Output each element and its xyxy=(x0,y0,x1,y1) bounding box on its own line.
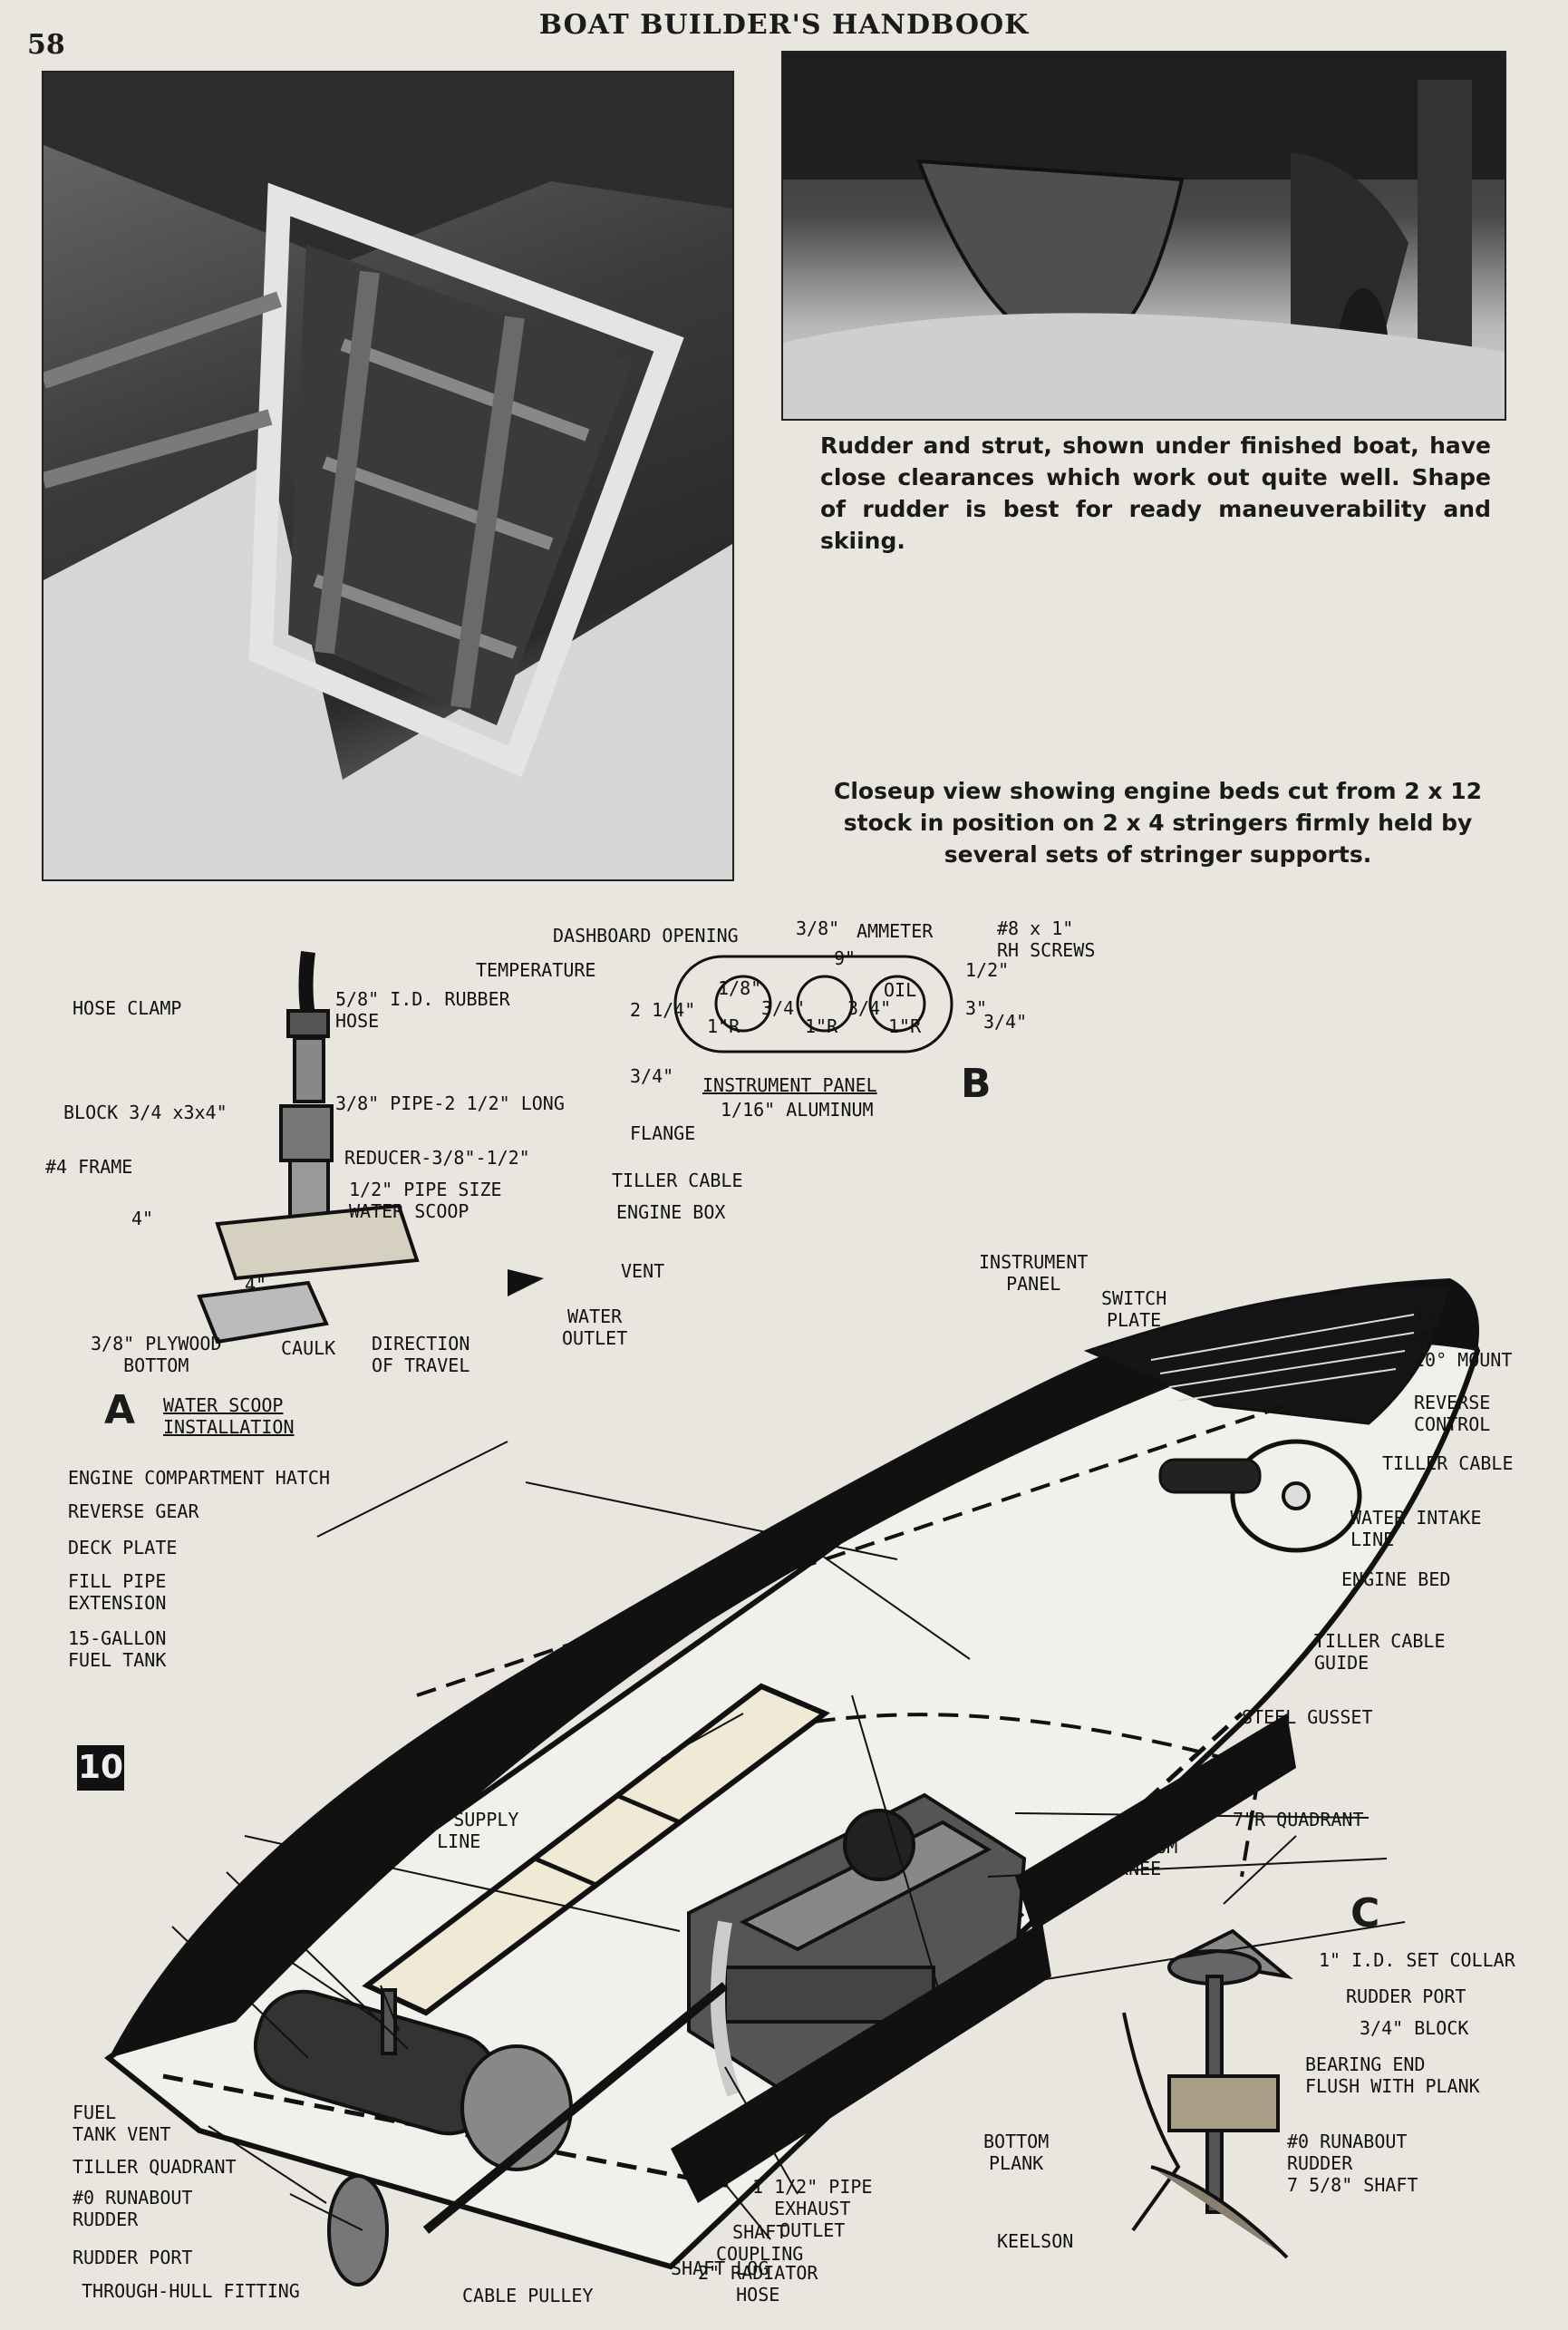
label-water-outlet: WATER OUTLET xyxy=(562,1306,628,1349)
detail-a-letter: A xyxy=(104,1387,136,1433)
label-dim-3-4-b: 3/4" xyxy=(847,997,892,1019)
detail-c-letter: C xyxy=(1350,1890,1380,1937)
label-rudder-port-c: RUDDER PORT xyxy=(1346,1985,1466,2007)
deck-fore xyxy=(1083,1285,1452,1425)
label-runabout-rudder: #0 RUNABOUT RUDDER xyxy=(73,2187,193,2230)
label-bottom-plank: BOTTOM PLANK xyxy=(983,2131,1050,2174)
label-radius-1: 1"R xyxy=(707,1015,740,1037)
label-deck-plate: DECK PLATE xyxy=(68,1537,178,1558)
engine-beds-photo xyxy=(42,71,734,881)
label-through-hull: THROUGH-HULL FITTING xyxy=(82,2280,300,2302)
label-runabout-shaft: #0 RUNABOUT RUDDER 7 5/8" SHAFT xyxy=(1287,2131,1418,2196)
label-switch-plate: SWITCH PLATE xyxy=(1101,1287,1167,1331)
detail-b-subtitle: 1/16" ALUMINUM xyxy=(721,1099,874,1121)
label-rubber-hose: 5/8" I.D. RUBBER HOSE xyxy=(335,988,510,1032)
label-keelson: KEELSON xyxy=(997,2230,1074,2252)
label-dashboard-opening: DASHBOARD OPENING xyxy=(553,925,739,947)
label-exhaust: 1 1/2" PIPE EXHAUST OUTLET xyxy=(752,2176,873,2241)
label-tiller-quadrant: TILLER QUADRANT xyxy=(73,2156,237,2178)
label-dim-3-4-a: 3/4" xyxy=(761,997,806,1019)
label-tiller-guide: TILLER CABLE GUIDE xyxy=(1314,1630,1446,1674)
label-reducer: REDUCER-3/8"-1/2" xyxy=(344,1147,530,1169)
label-fuel-supply: FUEL SUPPLY LINE xyxy=(399,1809,519,1852)
label-wheel: 15" D WHEEL 20° MOUNT xyxy=(1414,1306,1513,1371)
label-plywood: 3/8" PLYWOOD BOTTOM xyxy=(91,1333,222,1376)
label-dim-1-2: 1/2" xyxy=(965,959,1010,981)
label-radiator-hose: 2" RADIATOR HOSE xyxy=(698,2262,818,2306)
label-block: BLOCK 3/4 x3x4" xyxy=(63,1102,227,1123)
label-radius-3: 1"R xyxy=(888,1015,922,1037)
label-dim-4b: 4" xyxy=(245,1274,267,1296)
label-dim-1-8: 1/8" xyxy=(718,977,762,999)
label-fill-pipe: FILL PIPE EXTENSION xyxy=(68,1570,167,1614)
label-ammeter: AMMETER xyxy=(857,920,934,942)
rudder xyxy=(327,2174,389,2286)
label-shaft-log: SHAFT LOG xyxy=(671,2257,769,2279)
label-tiller-cable-top: TILLER CABLE xyxy=(612,1170,743,1191)
engine-hatch xyxy=(362,1683,830,2016)
label-dim-2-1-4: 2 1/4" xyxy=(630,999,696,1021)
label-set-collar: 1" I.D. SET COLLAR xyxy=(1319,1949,1515,1971)
label-quadrant: 7"R QUADRANT xyxy=(1233,1809,1364,1830)
rudder-caption: Rudder and strut, shown under finished b… xyxy=(820,432,1491,554)
label-bearing-end: BEARING END FLUSH WITH PLANK xyxy=(1305,2053,1480,2097)
label-frame: #4 FRAME xyxy=(45,1156,133,1178)
detail-b-title: INSTRUMENT PANEL xyxy=(702,1074,877,1096)
label-direction: DIRECTION OF TRAVEL xyxy=(372,1333,470,1376)
label-pipe: 3/8" PIPE-2 1/2" LONG xyxy=(335,1092,565,1114)
label-screws: #8 x 1" RH SCREWS xyxy=(997,917,1096,961)
label-tiller-cable-right: TILLER CABLE xyxy=(1382,1452,1514,1474)
label-reverse-gear: REVERSE GEAR xyxy=(68,1500,199,1522)
rudder-strut-photo xyxy=(781,51,1506,421)
label-dim-3-8: 3/8" xyxy=(796,917,840,939)
label-dim-3-4-d: 3/4" xyxy=(630,1065,674,1087)
label-transom-knee: TRANSOM KNEE xyxy=(1101,1836,1178,1879)
label-cable-pulley: CABLE PULLEY xyxy=(462,2285,594,2306)
instrument-panel-detail xyxy=(673,955,953,1053)
detail-a-title: WATER SCOOP INSTALLATION xyxy=(163,1394,295,1438)
label-water-scoop: 1/2" PIPE SIZE WATER SCOOP xyxy=(349,1179,502,1222)
label-steel-gusset: STEEL GUSSET xyxy=(1242,1706,1373,1728)
label-dim-9: 9" xyxy=(834,947,857,969)
label-engine-bed: ENGINE BED xyxy=(1341,1568,1451,1590)
label-engine-hatch: ENGINE COMPARTMENT HATCH xyxy=(68,1467,330,1489)
label-radius-2: 1"R xyxy=(805,1015,838,1037)
steering-wheel xyxy=(1230,1439,1362,1553)
running-head: BOAT BUILDER'S HANDBOOK xyxy=(538,9,1030,41)
label-dim-4a: 4" xyxy=(131,1208,154,1229)
label-engine-box: ENGINE BOX xyxy=(616,1201,726,1223)
label-rudder-port: RUDDER PORT xyxy=(73,2247,193,2268)
label-shaft-coupling: SHAFT COUPLING xyxy=(716,2221,804,2265)
boat-drawing: HOSE CLAMP 5/8" I.D. RUBBER HOSE BLOCK 3… xyxy=(36,898,1541,2312)
label-oil: OIL xyxy=(884,979,917,1001)
label-reverse-control: REVERSE CONTROL xyxy=(1414,1392,1491,1435)
figure-number: 10 xyxy=(77,1745,124,1791)
engine-beds-caption: Closeup view showing engine beds cut fro… xyxy=(834,778,1482,868)
page-number: 58 xyxy=(27,29,65,61)
label-dim-3: 3" xyxy=(965,997,988,1019)
water-scoop-detail xyxy=(197,951,420,1345)
label-vent: VENT xyxy=(621,1260,665,1282)
label-hose-clamp: HOSE CLAMP xyxy=(73,997,182,1019)
label-instrument-panel: INSTRUMENT PANEL xyxy=(979,1251,1089,1295)
label-flange: FLANGE xyxy=(630,1122,696,1144)
label-water-intake: WATER INTAKE LINE xyxy=(1350,1507,1482,1550)
engine xyxy=(687,1792,1027,2097)
detail-b-letter: B xyxy=(961,1061,992,1107)
label-fuel-tank: 15-GALLON FUEL TANK xyxy=(68,1627,167,1671)
label-dim-3-4-c: 3/4" xyxy=(983,1011,1028,1033)
label-caulk: CAULK xyxy=(281,1337,336,1359)
label-fuel-vent: FUEL TANK VENT xyxy=(73,2102,171,2145)
hull-sheer xyxy=(109,1278,1479,2058)
label-block-c: 3/4" BLOCK xyxy=(1360,2017,1469,2039)
label-temperature: TEMPERATURE xyxy=(476,959,596,981)
quadrant-detail xyxy=(1122,1928,1293,2259)
